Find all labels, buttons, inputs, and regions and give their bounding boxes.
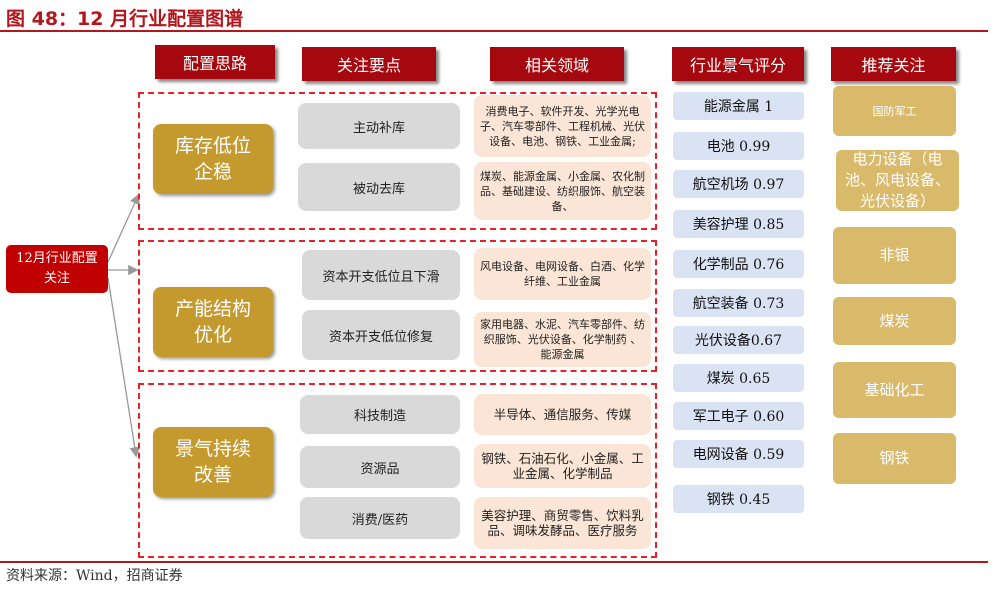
recommend-item: 电力设备（电池、风电设备、光伏设备） [836,150,959,211]
focus-point: 被动去库 [298,163,460,211]
recommend-item: 基础化工 [833,362,956,418]
approach-inventory: 库存低位企稳 [153,124,273,194]
header-approach: 配置思路 [155,45,275,79]
related-fields: 煤炭、能源金属、小金属、农化制品、基础建设、纺织服饰、航空装备、 [474,162,651,220]
divider [0,30,988,32]
related-fields: 消费电子、软件开发、光学光电子、汽车零部件、工程机械、光伏设备、电池、钢铁、工业… [474,95,651,157]
related-fields: 半导体、通信服务、传媒 [474,394,651,435]
recommend-item: 煤炭 [833,297,956,345]
header-recommend: 推荐关注 [831,47,956,81]
group-box-capacity [138,240,657,372]
related-fields: 家用电器、水泥、汽车零部件、纺织服饰、光伏设备、化学制药 、能源金属 [474,312,651,367]
approach-capacity: 产能结构优化 [153,287,273,357]
recommend-item: 国防军工 [833,86,956,136]
focus-point: 主动补库 [298,103,460,149]
score-item: 电网设备 0.59 [673,440,804,468]
figure-title: 图 48：12 月行业配置图谱 [6,8,244,30]
source-note: 资料来源：Wind，招商证券 [6,568,183,584]
recommend-item: 钢铁 [833,433,956,484]
focus-point: 资本开支低位且下滑 [302,250,460,300]
score-item: 电池 0.99 [673,132,804,160]
score-item: 军工电子 0.60 [673,402,804,430]
header-score: 行业景气评分 [672,47,804,81]
score-item: 钢铁 0.45 [673,485,804,513]
divider [0,561,988,563]
group-box-prosperity [138,383,657,558]
score-item: 航空机场 0.97 [673,170,804,198]
header-fields: 相关领域 [490,47,624,81]
focus-point: 资本开支低位修复 [302,310,460,360]
score-item: 光伏设备0.67 [673,326,804,354]
score-item: 煤炭 0.65 [673,364,804,392]
focus-point: 科技制造 [300,395,460,434]
related-fields: 风电设备、电网设备、白酒、化学纤维、工业金属 [474,248,651,300]
recommend-item: 非银 [833,227,956,284]
score-item: 航空装备 0.73 [673,289,804,317]
approach-prosperity: 景气持续改善 [153,427,273,497]
score-item: 能源金属 1 [673,92,804,120]
related-fields: 美容护理、商贸零售、饮料乳品、调味发酵品、医疗服务 [474,497,651,549]
header-focus: 关注要点 [302,47,436,81]
focus-point: 资源品 [300,446,460,488]
root-node: 12月行业配置关注 [6,245,108,293]
group-box-inventory [138,92,657,230]
focus-point: 消费/医药 [300,497,460,539]
related-fields: 钢铁、石油石化、小金属、工业金属、化学制品 [474,444,651,488]
score-item: 美容护理 0.85 [673,210,804,238]
score-item: 化学制品 0.76 [673,250,804,278]
